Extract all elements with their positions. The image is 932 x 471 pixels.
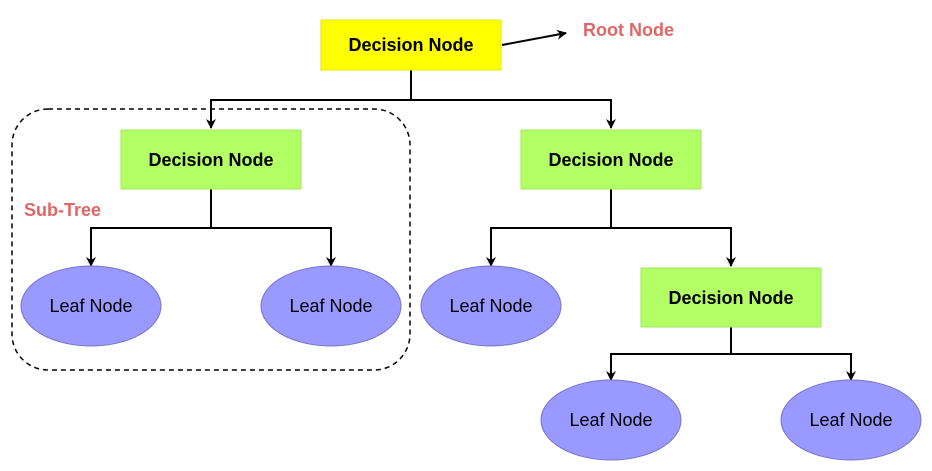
- leaf-ellipse: [420, 265, 562, 347]
- right-decision-node: Decision Node: [520, 129, 702, 190]
- connector-left-leaf1: [86, 227, 211, 267]
- left-decision-node: Decision Node: [120, 129, 302, 190]
- leaf-label: Leaf Node: [449, 296, 532, 316]
- bottom-decision-node: Decision Node: [640, 267, 822, 328]
- leaf-label: Leaf Node: [809, 410, 892, 430]
- leaf-node-bottom-2: Leaf Node: [780, 379, 922, 461]
- subtree-annotation: Sub-Tree: [24, 200, 101, 220]
- leaf-node-right-1: Leaf Node: [420, 265, 562, 347]
- root-decision-box: [320, 19, 502, 71]
- right-decision-label: Decision Node: [548, 150, 673, 170]
- leaf-label: Leaf Node: [569, 410, 652, 430]
- root-decision-node: Decision Node: [320, 19, 502, 71]
- connector-right-leaf1: [486, 227, 611, 267]
- leaf-ellipse: [780, 379, 922, 461]
- leaf-ellipse: [540, 379, 682, 461]
- root-node-annotation: Root Node: [583, 20, 674, 40]
- connector-root-left: [206, 99, 411, 129]
- bottom-decision-box: [640, 267, 822, 328]
- root-decision-label: Decision Node: [348, 35, 473, 55]
- leaf-ellipse: [20, 265, 162, 347]
- leaf-node-left-2: Leaf Node: [260, 265, 402, 347]
- connector-root-right: [411, 99, 616, 129]
- connectors: [86, 29, 856, 381]
- connector-left-leaf2: [211, 227, 336, 267]
- right-decision-box: [520, 129, 702, 190]
- leaf-ellipse: [260, 265, 402, 347]
- bottom-decision-label: Decision Node: [668, 288, 793, 308]
- leaf-label: Leaf Node: [49, 296, 132, 316]
- connector-bottom-leaf2: [731, 353, 856, 381]
- leaf-node-bottom-1: Leaf Node: [540, 379, 682, 461]
- root-annotation-arrow: [501, 29, 567, 46]
- left-decision-label: Decision Node: [148, 150, 273, 170]
- leaf-label: Leaf Node: [289, 296, 372, 316]
- connector-bottom-leaf1: [606, 353, 731, 381]
- connector-right-decision: [611, 227, 736, 267]
- leaf-node-left-1: Leaf Node: [20, 265, 162, 347]
- left-decision-box: [120, 129, 302, 190]
